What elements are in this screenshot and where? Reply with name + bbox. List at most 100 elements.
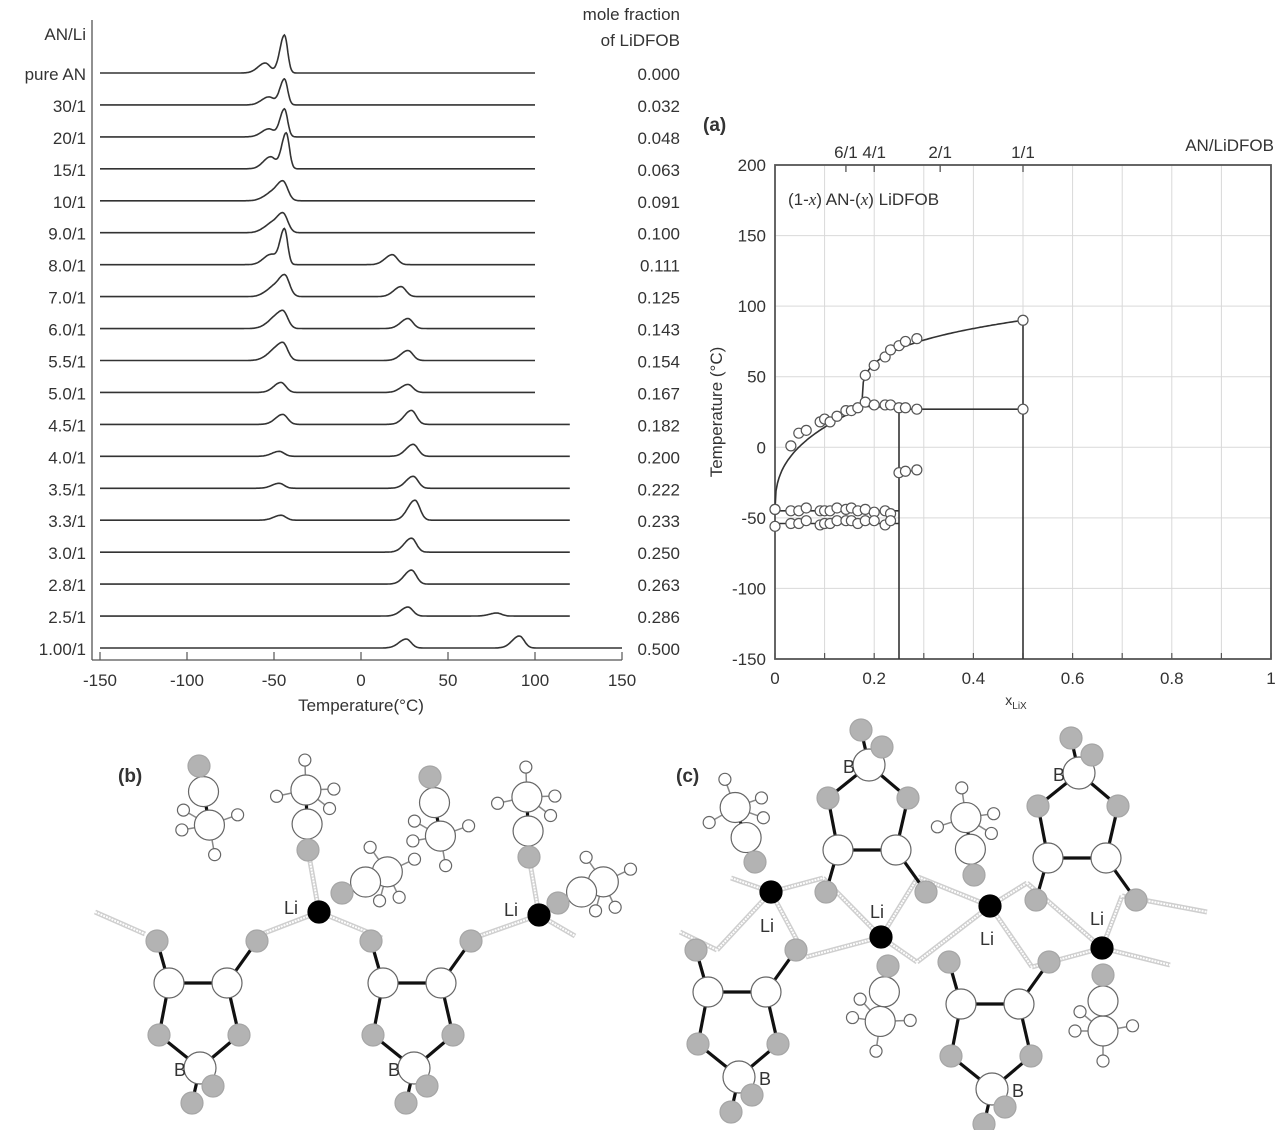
panel-label-c: (c)	[676, 766, 699, 787]
data-point-marker	[911, 403, 923, 415]
data-point-marker	[852, 402, 864, 414]
dsc-trace-ratio-label: 2.5/1	[48, 608, 86, 627]
data-point-marker	[899, 402, 912, 414]
dsc-trace-ratio-label: 2.8/1	[48, 576, 86, 595]
atom-h-icon	[439, 859, 453, 873]
atom-li-icon	[307, 900, 331, 924]
dsc-trace-ratio-label: 4.5/1	[48, 416, 86, 435]
data-point-marker	[769, 503, 781, 515]
boron-atom-label: B	[759, 1069, 771, 1089]
system-title: (1-x) AN-(x) LiDFOB	[788, 190, 939, 209]
data-point-marker	[831, 410, 843, 422]
atom-o-icon	[359, 929, 383, 953]
dsc-trace-ratio-label: 5.5/1	[48, 353, 86, 372]
atom-o-icon	[459, 929, 483, 953]
atom-o-icon	[766, 1032, 790, 1056]
atom-c-icon	[418, 787, 451, 819]
coordination-bond-inner	[989, 905, 1033, 968]
atom-c-icon	[349, 866, 382, 898]
boron-atom-label: B	[1012, 1081, 1024, 1101]
atom-n-icon	[546, 891, 570, 915]
dsc-trace-ratio-label: 3.5/1	[48, 480, 86, 499]
dsc-trace-ratio-label: 10/1	[53, 193, 86, 212]
top-axis-tick-label: 2/1	[928, 143, 952, 162]
atom-h-icon	[754, 791, 769, 805]
atom-h-icon	[1125, 1019, 1140, 1033]
dsc-trace	[100, 211, 535, 234]
atom-h-icon	[1068, 1024, 1082, 1038]
y-tick-label: 50	[747, 368, 766, 387]
atom-li-icon	[527, 903, 551, 927]
coordination-bond-inner	[473, 914, 540, 939]
atom-o-icon	[686, 1032, 710, 1056]
atom-o-icon	[814, 880, 838, 904]
atom-h-icon	[543, 808, 558, 823]
lithium-atom-label: Li	[870, 902, 884, 922]
dsc-trace	[100, 635, 622, 649]
dsc-trace-mole-fraction: 0.250	[637, 544, 680, 563]
atom-c-icon	[511, 781, 543, 813]
dsc-trace-ratio-label: 4.0/1	[48, 448, 86, 467]
coordination-bond-inner	[805, 936, 882, 958]
atom-h-icon	[462, 819, 476, 833]
dsc-trace-mole-fraction: 0.100	[637, 225, 680, 244]
dsc-x-axis-title: Temperature(°C)	[298, 696, 424, 715]
liquidus-curve-high	[861, 319, 1023, 405]
dsc-trace-mole-fraction: 0.032	[637, 97, 680, 116]
atom-c-icon	[290, 774, 322, 806]
dsc-right-header-line1: mole fraction	[583, 5, 680, 24]
dsc-left-header: AN/Li	[44, 25, 86, 44]
atom-o-icon	[245, 929, 269, 953]
dsc-trace	[100, 309, 535, 330]
atom-o-icon	[939, 1044, 963, 1068]
atom-h-icon	[579, 850, 593, 864]
atom-h-icon	[1073, 1005, 1087, 1019]
atom-f-icon	[1059, 726, 1083, 750]
atom-f-icon	[740, 1083, 764, 1107]
atom-c-icon	[864, 1005, 896, 1038]
dsc-trace-ratio-label: 1.00/1	[39, 640, 86, 659]
atom-h-icon	[987, 807, 1001, 821]
coordination-bond-inner	[916, 905, 991, 963]
atom-c-icon	[1087, 1015, 1119, 1047]
atom-h-icon	[1096, 1054, 1110, 1068]
atom-c-icon	[211, 967, 243, 999]
coordination-bond-inner	[880, 876, 919, 938]
atom-f-icon	[719, 1100, 743, 1124]
atom-h-icon	[208, 848, 222, 862]
atom-o-icon	[937, 950, 961, 974]
atom-c-icon	[187, 776, 220, 808]
dsc-trace-mole-fraction: 0.263	[637, 576, 680, 595]
dsc-trace-ratio-label: 15/1	[53, 161, 86, 180]
data-point-marker	[868, 515, 880, 527]
y-tick-label: 100	[738, 297, 766, 316]
atom-f-icon	[415, 1074, 439, 1098]
dsc-trace	[100, 606, 570, 617]
y-tick-label: 0	[757, 438, 766, 457]
dsc-trace-mole-fraction: 0.143	[637, 321, 680, 340]
coordination-bond-inner	[716, 891, 772, 951]
atom-c-icon	[1032, 842, 1064, 874]
coordination-bond-inner	[679, 931, 718, 951]
atom-c-icon	[424, 820, 457, 852]
x-axis-title: xLiX	[1005, 692, 1027, 712]
atom-c-icon	[950, 801, 982, 834]
atom-n-icon	[876, 954, 900, 978]
dsc-trace-ratio-label: 7.0/1	[48, 289, 86, 308]
atom-o-icon	[896, 786, 920, 810]
atom-n-icon	[962, 863, 986, 887]
boron-atom-label: B	[843, 757, 855, 777]
atom-o-icon	[1019, 1044, 1043, 1068]
atom-c-icon	[719, 791, 751, 824]
x-tick-label: 0.2	[862, 669, 886, 688]
dsc-trace	[100, 107, 535, 138]
atom-h-icon	[623, 862, 638, 876]
dsc-trace-mole-fraction: 0.200	[637, 448, 680, 467]
dsc-trace-mole-fraction: 0.222	[637, 480, 680, 499]
dsc-x-tick-label: 150	[608, 671, 636, 690]
atom-h-icon	[955, 781, 969, 795]
boron-atom-label: B	[388, 1060, 400, 1080]
dsc-trace-mole-fraction: 0.154	[637, 353, 680, 372]
